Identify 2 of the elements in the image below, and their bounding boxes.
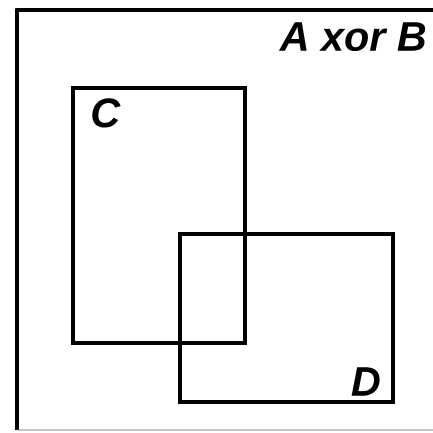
labeled-box: C <box>71 86 247 345</box>
labeled-box: D <box>178 232 395 404</box>
